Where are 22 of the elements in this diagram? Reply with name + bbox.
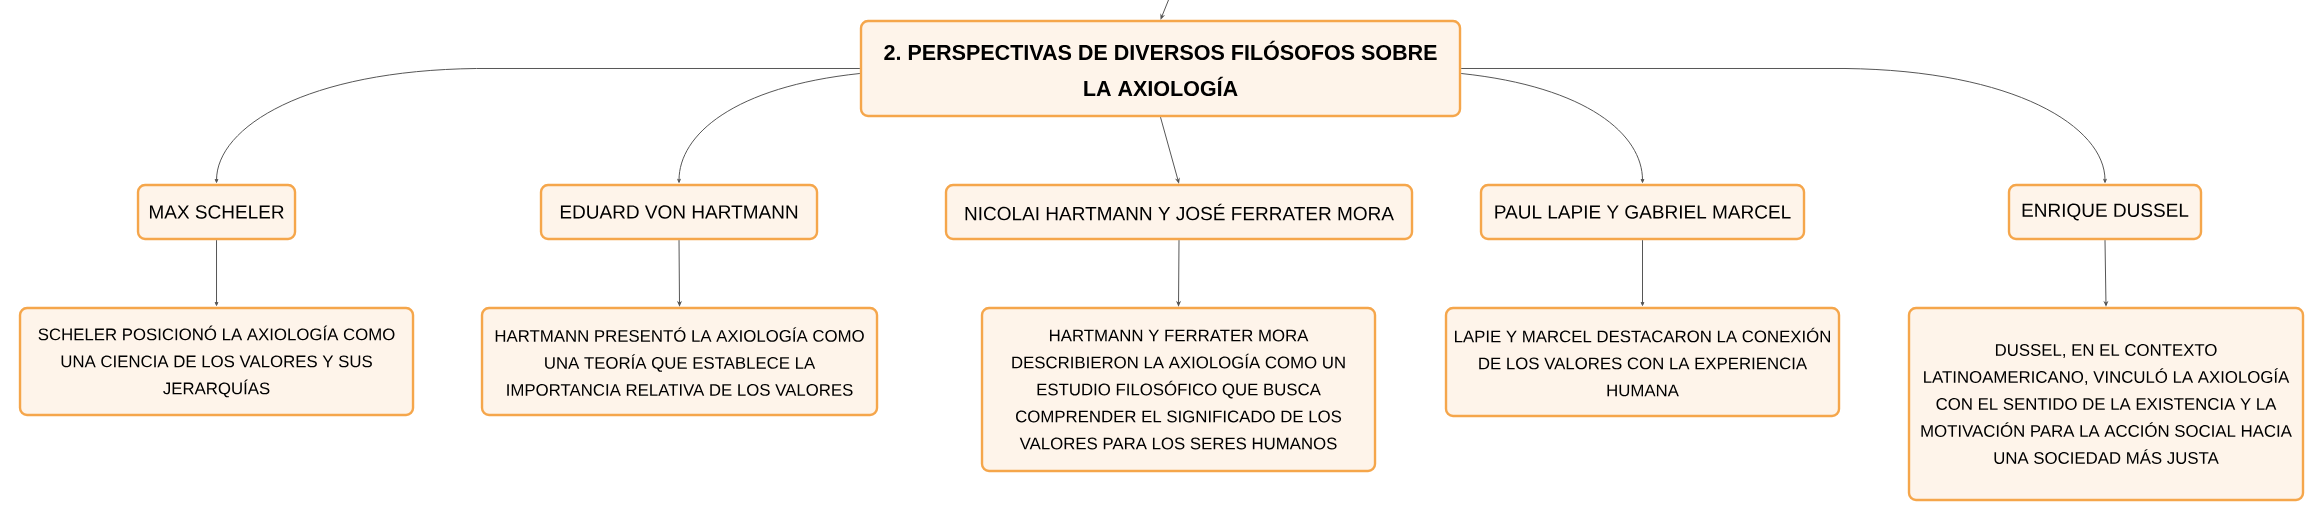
description-box: HARTMANN Y FERRATER MORA DESCRIBIERON LA AXIOLOGÍA COMO UN ESTUDIO FILOSÓFICO QUE BUSCA COMPRENDER EL SIGNIFICADO DE LOS VALORES PARA LOS SERES HUMANOS [980, 306, 1377, 473]
description-box: HARTMANN PRESENTÓ LA AXIOLOGÍA COMO UNA TEORÍA QUE ESTABLECE LA IMPORTANCIA RELATIVA DE LOS VALORES [480, 306, 879, 417]
connector-arrow [1460, 73, 1645, 183]
name-box: NICOLAI HARTMANN Y JOSÉ FERRATER MORA [944, 183, 1414, 241]
connector-arrow [677, 239, 682, 306]
description-box: DUSSEL, EN EL CONTEXTO LATINOAMERICANO, VINCULÓ LA AXIOLOGÍA CON EL SENTIDO DE LA EXISTENCIA Y LA MOTIVACIÓN PARA LA ACCIÓN SOCIAL HACIA UNA SOCIEDAD MÁS JUSTA [1907, 306, 2305, 502]
connector-arrow [1160, 0, 1169, 20]
connector-arrow [214, 239, 219, 306]
connector-arrow [677, 73, 861, 183]
title-box: 2. PERSPECTIVAS DE DIVERSOS FILÓSOFOS SOBRE LA AXIOLOGÍA [859, 19, 1462, 118]
connector-arrow [1640, 239, 1645, 306]
connector-arrow [1460, 68, 2107, 183]
description-box: SCHELER POSICIONÓ LA AXIOLOGÍA COMO UNA CIENCIA DE LOS VALORES Y SUS JERARQUÍAS [18, 306, 415, 417]
description-box: LAPIE Y MARCEL DESTACARON LA CONEXIÓN DE LOS VALORES CON LA EXPERIENCIA HUMANA [1444, 306, 1841, 418]
name-box: PAUL LAPIE Y GABRIEL MARCEL [1479, 183, 1806, 241]
name-box: MAX SCHELER [136, 183, 297, 241]
connector-arrow [1176, 239, 1181, 306]
connector-arrow [1160, 116, 1180, 184]
name-box: EDUARD VON HARTMANN [539, 183, 819, 241]
connector-arrow [214, 68, 861, 183]
connector-arrow [2104, 239, 2108, 306]
name-box: ENRIQUE DUSSEL [2007, 183, 2203, 241]
